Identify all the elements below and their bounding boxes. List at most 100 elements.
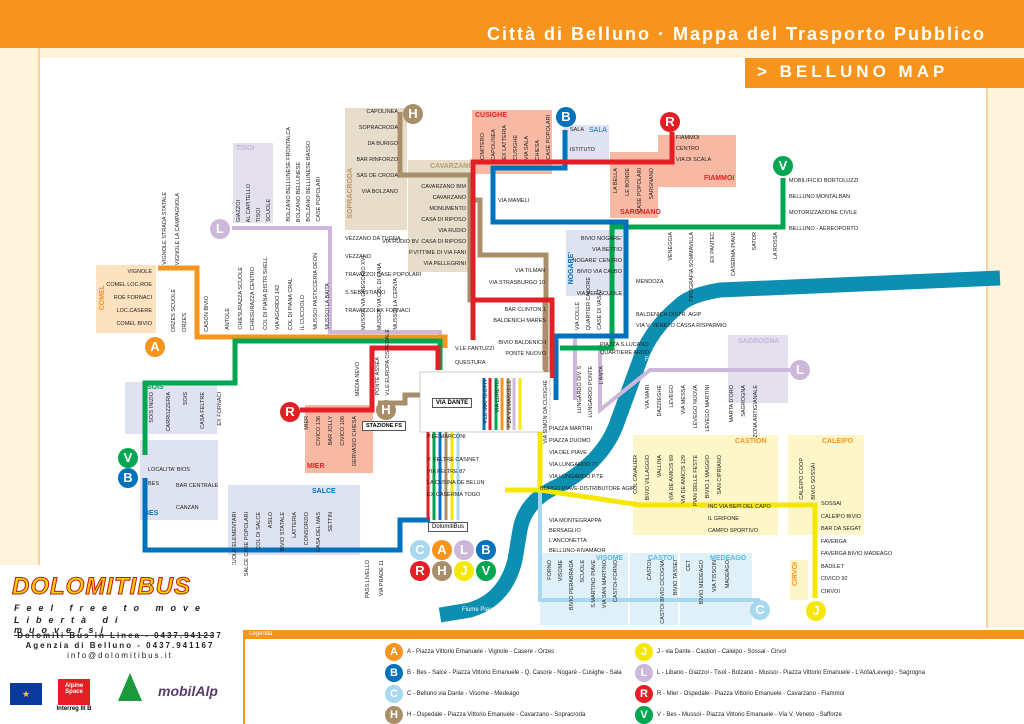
legend-text: B - Bes - Salce - Piazza Vittorio Emanue… — [407, 670, 622, 676]
station-label: VIA MAMELI — [498, 198, 530, 204]
station-label: VIA V. VENETO CASSA RISPARMIO — [636, 323, 727, 329]
zone-bes: BES — [140, 440, 218, 520]
line-h-badge[interactable]: H — [432, 561, 452, 581]
company-panel: DOLOMITIBUS Feel free to move Libertà di… — [0, 565, 240, 724]
line-a-badge[interactable]: A — [385, 643, 403, 661]
station-label: TISOI — [256, 207, 262, 222]
slogan-it: Libertà di muoversi — [14, 615, 214, 636]
stazione-fs-box: STAZIONE FS — [362, 421, 406, 431]
station-label: COL DI PIANA DISTR.SHELL — [262, 257, 269, 330]
station-label: S.SEBASTIANO — [345, 290, 386, 296]
line-r-badge[interactable]: R — [635, 685, 653, 703]
line-c-badge[interactable]: C — [750, 600, 770, 620]
line-h-badge[interactable]: H — [385, 706, 403, 724]
station-label: EX LATTERIA — [502, 125, 508, 160]
line-r-badge[interactable]: R — [410, 561, 430, 581]
frame-strip — [40, 48, 1024, 58]
zone-label: SALCE — [312, 488, 336, 495]
line-l-badge[interactable]: L — [454, 540, 474, 560]
zone-label: FIAMMOI — [704, 175, 735, 182]
station-label: QUESTURA — [455, 360, 486, 366]
line-h-badge[interactable]: H — [403, 104, 423, 124]
river-label: Fiume Piave — [462, 607, 496, 613]
station-label: BIVIO BALDENICH — [498, 340, 546, 346]
zone-label: MIER — [307, 463, 325, 470]
line-v-badge[interactable]: V — [773, 156, 793, 176]
station-label: P.LE MARCONI — [427, 434, 466, 440]
station-label: VIA AGORDO 142 — [275, 285, 281, 330]
station-label: SALA — [570, 127, 585, 133]
station-label: LEVEGO NUOVA — [693, 385, 699, 429]
route-line-r — [300, 132, 675, 413]
station-label: P.ZA V.EMANUELE — [507, 380, 513, 428]
line-j-badge[interactable]: J — [806, 601, 826, 621]
station-label: VENEGGIA — [668, 232, 674, 261]
station-label: VIA RUDIO BV. CASA DI RIPOSO — [382, 239, 466, 245]
station-label: BIVIO VILLAGGIO — [645, 455, 651, 501]
station-label: MIER — [304, 416, 310, 430]
line-l-badge[interactable]: L — [635, 664, 653, 682]
station-label: CAMPO SPORTIVO — [708, 528, 759, 534]
station-label: VIA PER SCUOLE — [576, 291, 622, 297]
station-label: VIA SALA — [524, 135, 530, 160]
station-label: TIPOGRAFIA SOMMAVILLA — [689, 232, 695, 302]
line-c-badge[interactable]: C — [410, 540, 430, 560]
station-label: VIA LUNGARDO 77 — [549, 462, 598, 468]
station-label: BADILET — [821, 563, 844, 570]
station-label: VIA MESSA — [681, 385, 687, 415]
line-h-badge[interactable]: H — [376, 400, 396, 420]
station-label: PIAZZA DUOMO — [549, 438, 591, 444]
line-l-badge[interactable]: L — [790, 360, 810, 380]
legend-item: A A - Piazza Vittorio Emanuele - Vignole … — [385, 643, 554, 661]
station-label: SOSSAI — [821, 501, 842, 507]
station-label: LA ROSSA — [773, 232, 779, 260]
zone-label: CUSIGHE — [475, 112, 507, 119]
map-subtitle: > BELLUNO MAP — [745, 58, 1024, 88]
station-label: L'ANCONETTA — [549, 538, 587, 544]
station-label: LOC.CASERE — [116, 308, 152, 314]
line-r-badge[interactable]: R — [280, 402, 300, 422]
line-a-badge[interactable]: A — [432, 540, 452, 560]
station-label: BIVIO MEDEAGO — [699, 560, 705, 605]
line-j-badge[interactable]: J — [454, 561, 474, 581]
station-label: CAVARZANO BIM — [421, 184, 466, 190]
station-label: VIGNOLE — [127, 269, 152, 275]
legend-text: R - Mier - Ospedale - Piazza Vittorio Em… — [657, 691, 845, 697]
station-label: BOLZANO BELLUNESE BASSO — [306, 141, 312, 222]
station-label: BIVIO SOSSAI — [811, 463, 817, 500]
left-frame — [0, 48, 40, 568]
email-link[interactable]: info@dolomitibus.it — [67, 651, 173, 660]
line-v-badge[interactable]: V — [635, 706, 653, 724]
station-label: LUNGARDO PONTE — [588, 366, 594, 418]
line-v-badge[interactable]: V — [118, 448, 138, 468]
zone-label: MEDEAGO — [710, 555, 747, 562]
zone-cirvoi: CIRVOI — [790, 560, 808, 600]
line-v-badge[interactable]: V — [476, 561, 496, 581]
header-bar: Città di Belluno · Mappa del Trasporto P… — [0, 0, 1024, 48]
line-b-badge[interactable]: B — [476, 540, 496, 560]
station-label: L'ANTA — [599, 366, 605, 385]
legend-text: A - Piazza Vittorio Emanuele - Vignole -… — [407, 649, 555, 655]
agency-phone: Agenzia di Belluno - 0437.941167 — [25, 641, 215, 650]
station-label: VALLINA — [657, 455, 663, 478]
line-b-badge[interactable]: B — [385, 664, 403, 682]
station-label: BIVIO TASSEI — [673, 560, 679, 596]
line-c-badge[interactable]: C — [385, 685, 403, 703]
station-label: VEZZANO DA TUGNA — [345, 236, 401, 242]
station-label: CUSIGHE — [513, 134, 519, 160]
line-r-badge[interactable]: R — [660, 112, 680, 132]
line-a-badge[interactable]: A — [145, 337, 165, 357]
station-label: VIA PRADE 11 — [379, 560, 385, 597]
line-j-badge[interactable]: J — [635, 643, 653, 661]
line-l-badge[interactable]: L — [210, 219, 230, 239]
station-label: ISTITUTO — [570, 147, 595, 153]
zone-label: SARGNANO — [620, 209, 661, 216]
station-label: CASE POPOLARI — [546, 115, 552, 160]
line-b-badge[interactable]: B — [118, 468, 138, 488]
station-label: BIVIO STATALE — [280, 512, 286, 552]
line-b-badge[interactable]: B — [556, 107, 576, 127]
station-label: LEVEGO MARTINI — [705, 385, 711, 432]
station-label: BIVIO 1 MAGGIO — [705, 455, 711, 499]
